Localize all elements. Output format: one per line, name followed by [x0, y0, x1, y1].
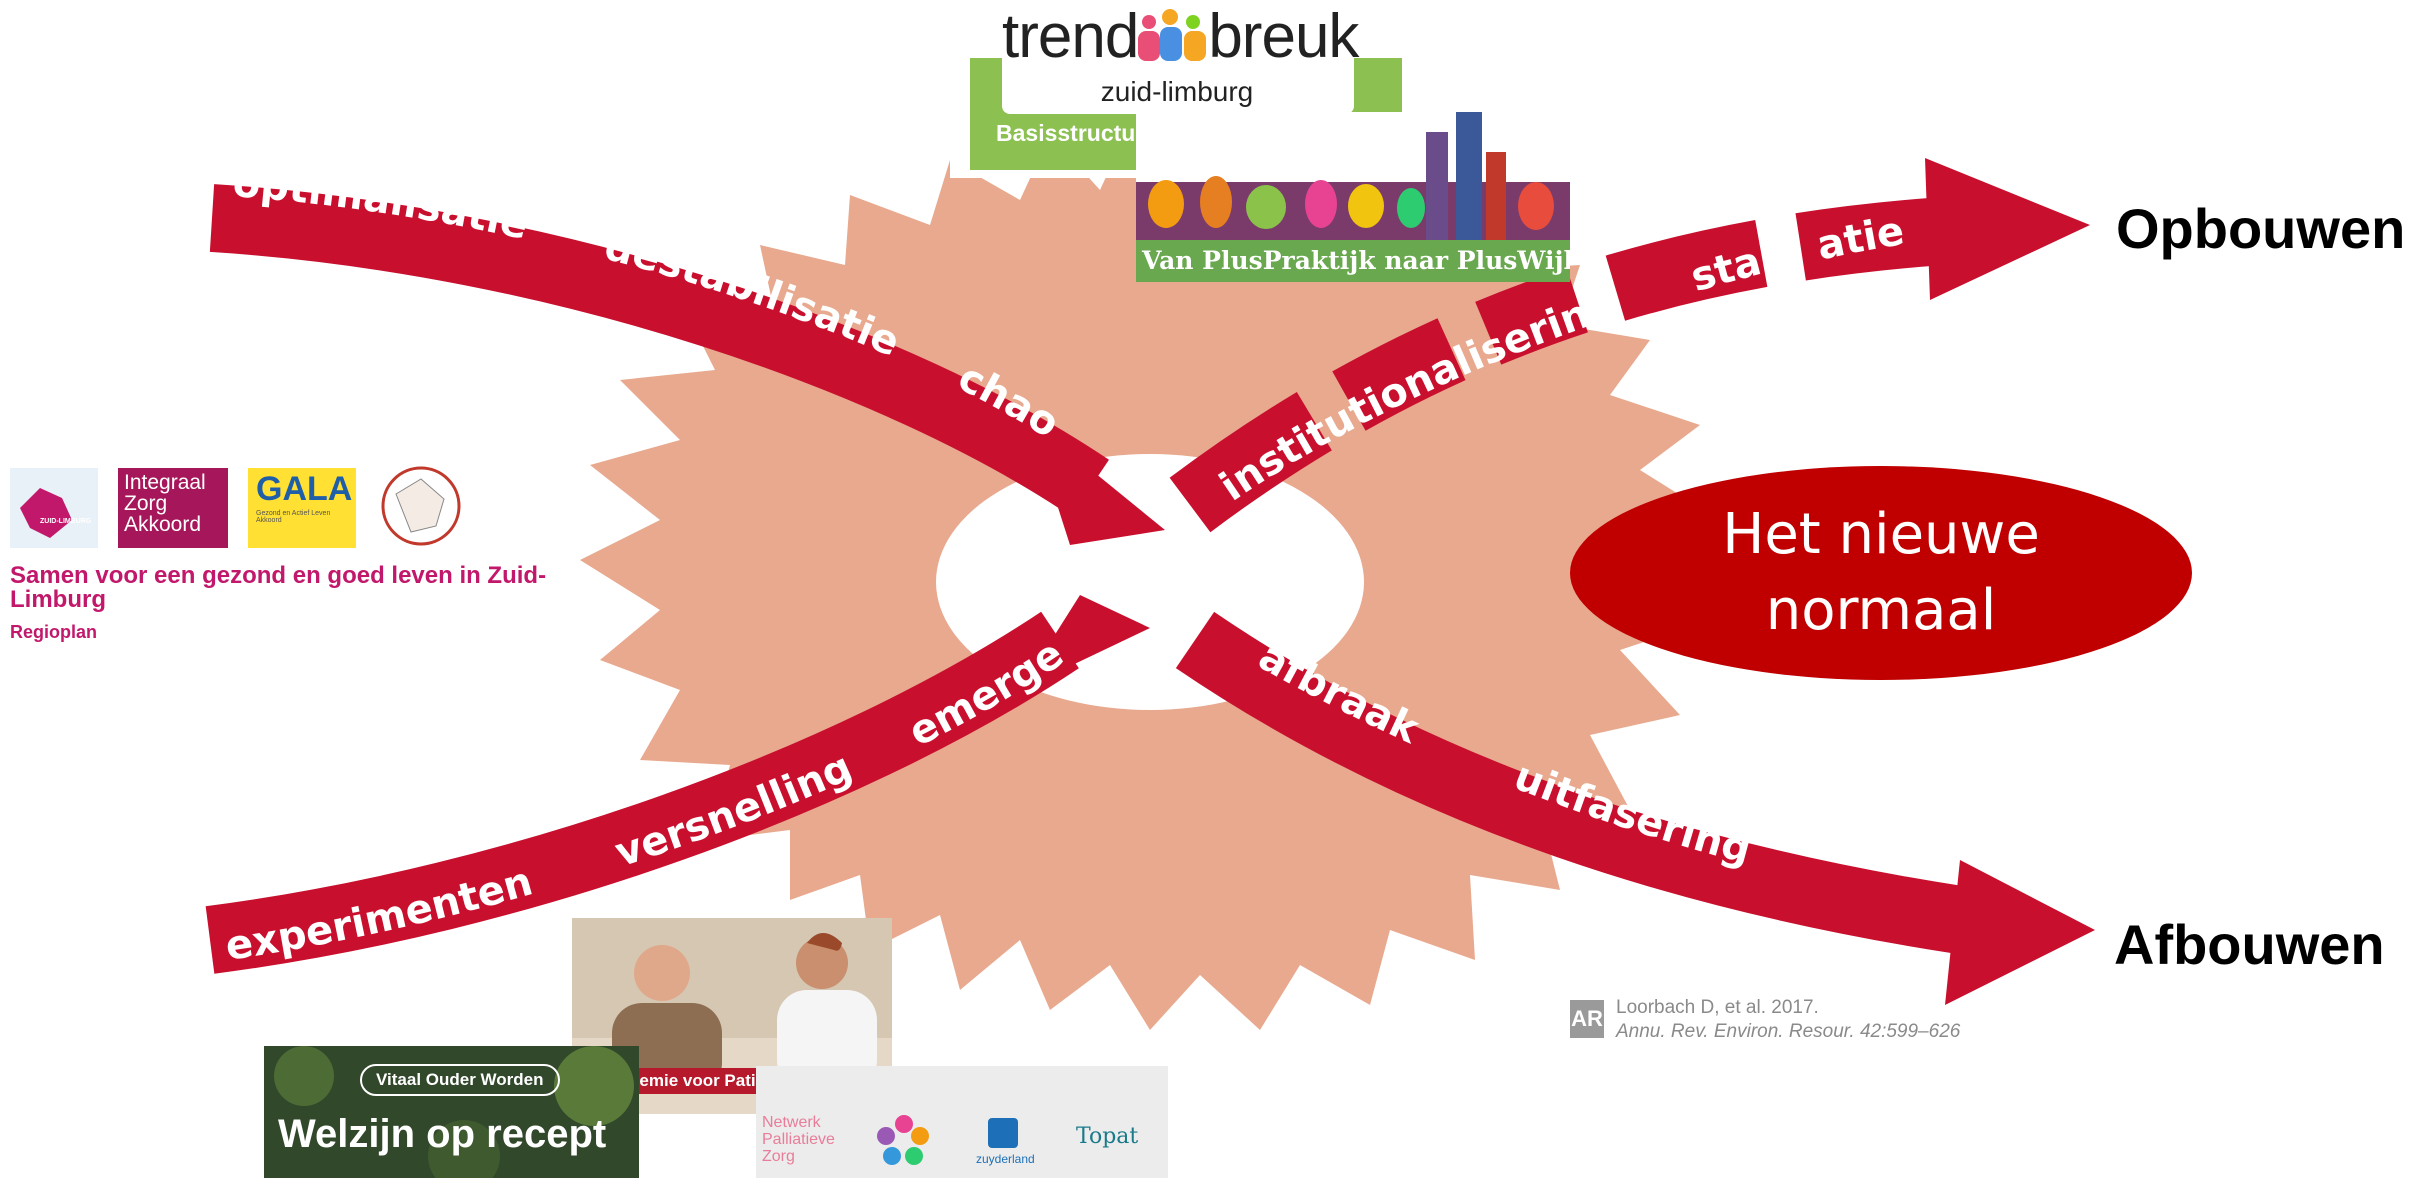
outcome-bottom-label: Afbouwen — [2114, 913, 2385, 976]
npz-line1: Netwerk — [762, 1114, 821, 1131]
welzijn-title: Welzijn op recept — [278, 1112, 607, 1156]
citation-line1: Loorbach D, et al. 2017. — [1616, 997, 1819, 1018]
iza-line1: Integraal — [124, 471, 206, 494]
city-skyline-icon — [1136, 112, 1570, 282]
regio-sub: Regioplan — [10, 622, 98, 642]
people-icon — [1138, 9, 1208, 61]
gala-title: GALA — [256, 470, 353, 508]
center-label-line2: normaal — [1765, 578, 1997, 643]
map-icon — [20, 488, 72, 538]
regio-map-label: ZUID-LIMBURG — [40, 518, 92, 525]
npz-line2: Palliatieve — [762, 1131, 835, 1148]
arrow-top-head — [1030, 420, 1165, 545]
citation: AR Loorbach D, et al. 2017. Annu. Rev. E… — [1570, 996, 1960, 1044]
vitaal-pill: Vitaal Ouder Worden — [360, 1064, 560, 1096]
flower-icon — [877, 1115, 929, 1165]
region-circle-icon — [381, 466, 461, 546]
partner-strip: Netwerk Palliatieve Zorg zuyderland Topa… — [756, 1066, 1168, 1178]
center-label: Het nieuwe normaal — [1570, 466, 2192, 680]
zuyderland-logo: zuyderland — [976, 1152, 1035, 1166]
outcome-top-label: Opbouwen — [2116, 197, 2406, 260]
pluswijk-banner-text: Van PlusPraktijk naar PlusWijk — [1142, 246, 1570, 275]
gala-sub: Gezond en Actief Leven Akkoord — [256, 510, 331, 524]
trendbreuk-right: breuk — [1208, 2, 1359, 71]
topat-logo: Topat — [1076, 1124, 1139, 1149]
arrow-fall-head — [1945, 860, 2095, 1005]
npz-logo: Netwerk Palliatieve Zorg — [762, 1114, 835, 1165]
iza-line3: Akkoord — [124, 513, 202, 536]
trendbreuk-white-box — [1002, 56, 1354, 114]
regioplan-block: ZUID-LIMBURG Integraal Zorg Akkoord GALA… — [0, 386, 576, 732]
arrow-bottom-head — [1020, 595, 1150, 690]
pluswijk-logo: Van PlusPraktijk naar PlusWijk — [1136, 112, 1570, 282]
regio-title: Samen voor een gezond en goed leven in Z… — [10, 562, 547, 613]
foliage-photo — [264, 1046, 639, 1178]
zuyderland-icon — [988, 1118, 1018, 1148]
arrow-rise-head — [1925, 158, 2090, 300]
iza-line2: Zorg — [124, 492, 168, 515]
circle-map-logo — [376, 464, 466, 548]
trendbreuk-region: zuid-limburg — [1100, 76, 1254, 107]
welzijn-card: Vitaal Ouder Worden Welzijn op recept — [264, 1046, 639, 1178]
regio-map-logo: ZUID-LIMBURG — [10, 468, 98, 548]
npz-line3: Zorg — [762, 1148, 795, 1165]
trendbreuk-left: trend — [1002, 2, 1139, 71]
citation-line2: Annu. Rev. Environ. Resour. 42:599–626 — [1616, 1021, 1961, 1042]
center-label-line1: Het nieuwe — [1722, 502, 2040, 567]
iza-logo: Integraal Zorg Akkoord — [118, 468, 228, 548]
citation-icon: AR — [1570, 1000, 1604, 1038]
gala-logo: GALA Gezond en Actief Leven Akkoord — [248, 468, 356, 548]
trendbreuk-wordmark: trend breuk — [1002, 2, 1359, 72]
